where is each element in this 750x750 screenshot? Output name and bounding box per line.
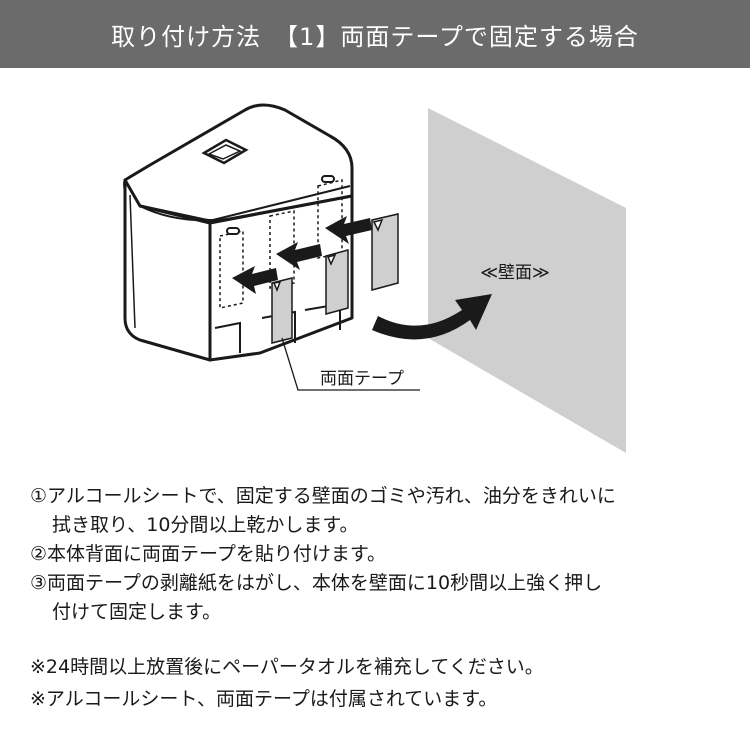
step-2: ②本体背面に両面テープを貼り付けます。 xyxy=(30,540,730,569)
instruction-steps: ①アルコールシートで、固定する壁面のゴミや汚れ、油分をきれいに 拭き取り、10分… xyxy=(30,482,730,627)
tape-label: 両面テープ xyxy=(320,369,404,389)
note-1: ※24時間以上放置後にペーパータオルを補充してください。 xyxy=(30,656,544,678)
device-back-face xyxy=(208,194,354,362)
installation-diagram: ≪壁面≫ xyxy=(0,68,750,468)
step-1: ①アルコールシートで、固定する壁面のゴミや汚れ、油分をきれいに 拭き取り、10分… xyxy=(30,482,730,540)
to-wall-arrow xyxy=(372,294,492,340)
page-title: 取り付け方法 【1】両面テープで固定する場合 xyxy=(111,22,639,51)
step-2-line-1: ②本体背面に両面テープを貼り付けます。 xyxy=(30,543,386,565)
step-3: ③両面テープの剥離紙をはがし、本体を壁面に10秒間以上強く押し 付けて固定します… xyxy=(30,569,730,627)
notes: ※24時間以上放置後にペーパータオルを補充してください。 ※アルコールシート、両… xyxy=(30,651,730,715)
tape-strips xyxy=(271,213,399,344)
step-1-line-1: ①アルコールシートで、固定する壁面のゴミや汚れ、油分をきれいに xyxy=(30,485,616,507)
step-1-line-2: 拭き取り、10分間以上乾かします。 xyxy=(52,514,359,536)
note-2: ※アルコールシート、両面テープは付属されています。 xyxy=(30,688,498,710)
header-bar: 取り付け方法 【1】両面テープで固定する場合 xyxy=(0,0,750,68)
step-3-line-1: ③両面テープの剥離紙をはがし、本体を壁面に10秒間以上強く押し xyxy=(30,572,603,594)
tape-leader-line xyxy=(281,337,420,391)
wall-panel xyxy=(428,108,626,453)
push-arrows xyxy=(232,216,372,294)
top-button xyxy=(201,138,249,165)
wall-label: ≪壁面≫ xyxy=(480,263,550,283)
step-3-line-2: 付けて固定します。 xyxy=(52,601,222,623)
